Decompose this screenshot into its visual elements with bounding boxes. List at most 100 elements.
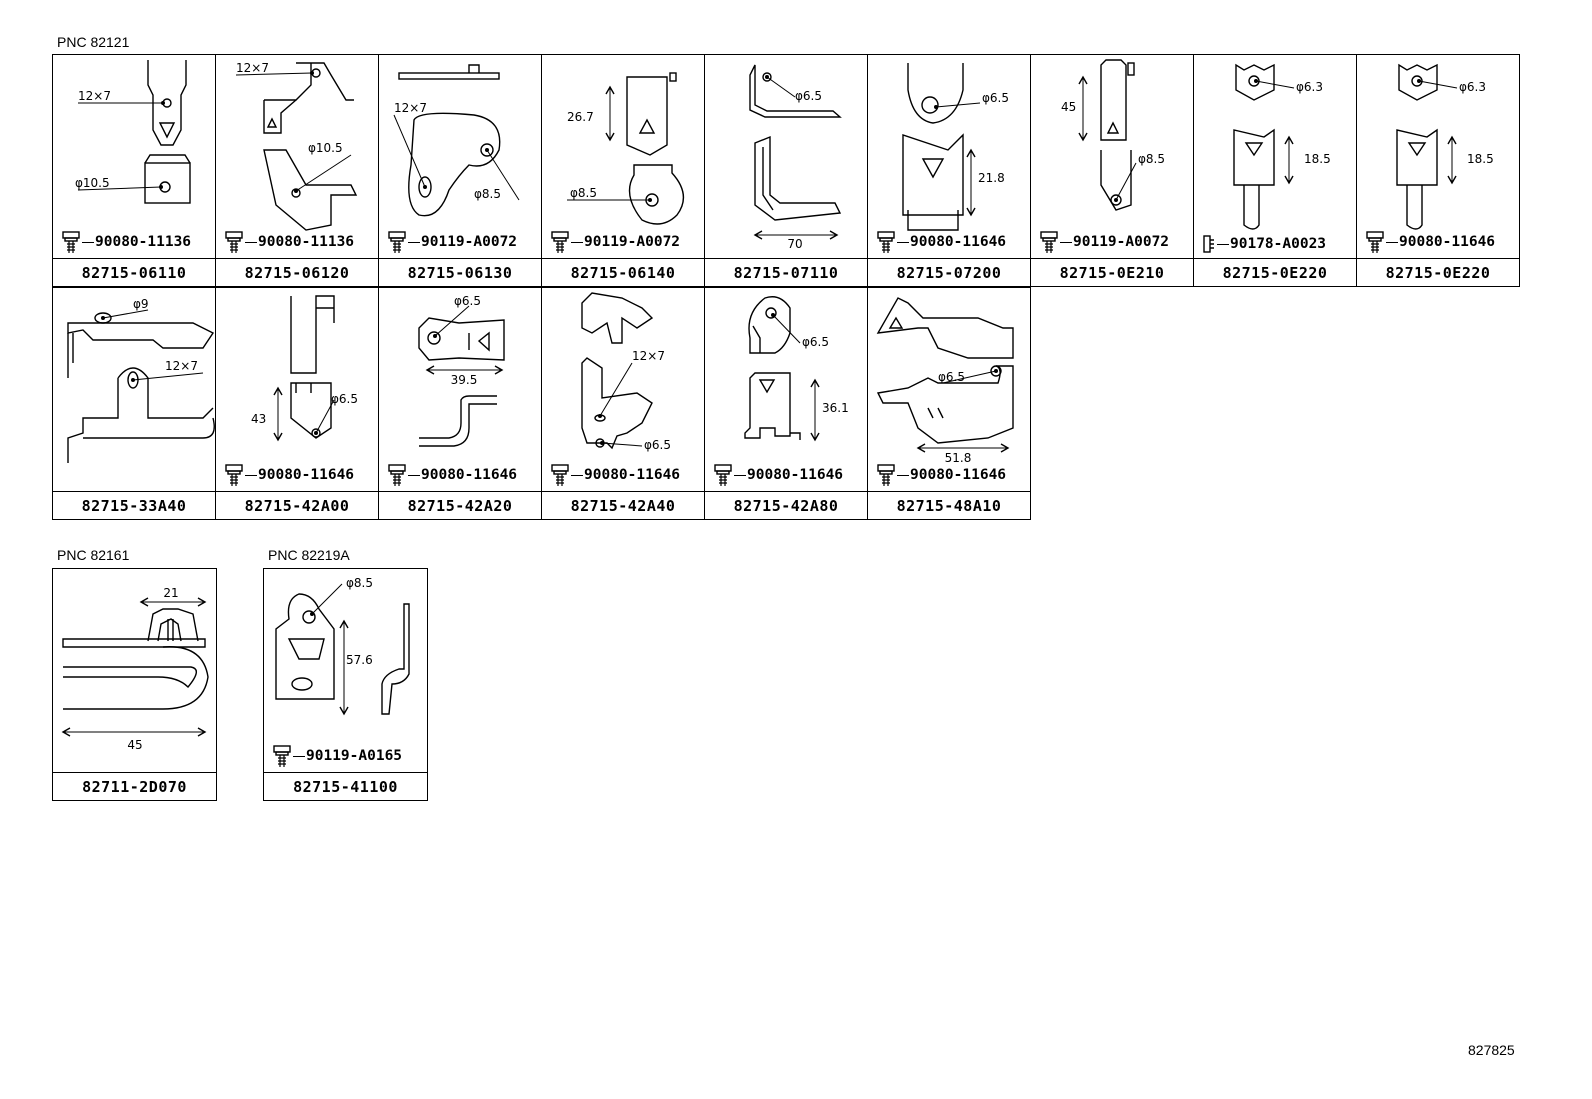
dimension-label: 39.5 bbox=[451, 373, 478, 387]
bolt-icon bbox=[272, 744, 292, 768]
bolt-number: 90119-A0165 bbox=[306, 748, 403, 764]
dimension-label: 51.8 bbox=[945, 451, 972, 465]
dimension-label: 21.8 bbox=[978, 171, 1005, 185]
part-drawing: φ6.5 21.8 bbox=[902, 63, 1009, 231]
bolt-icon bbox=[387, 230, 407, 254]
dimension-label: 43 bbox=[251, 412, 266, 426]
part-number: 82715-07110 bbox=[705, 258, 867, 286]
bolt-number: 90080-11646 bbox=[910, 234, 1007, 250]
bolt-icon bbox=[550, 463, 570, 487]
bolt-callout: 90080-11646 bbox=[224, 463, 354, 487]
bolt-callout: 90080-11136 bbox=[224, 230, 354, 254]
part-number: 82715-0E220 bbox=[1357, 258, 1519, 286]
dimension-label: 12×7 bbox=[394, 101, 427, 115]
bolt-callout: 90080-11646 bbox=[876, 463, 1006, 487]
dimension-label: 26.7 bbox=[567, 110, 594, 124]
part-number: 82715-42A00 bbox=[216, 491, 378, 519]
dimension-label: 36.1 bbox=[822, 401, 849, 415]
bolt-callout: 90178-A0023 bbox=[1202, 234, 1326, 254]
part-number: 82715-0E210 bbox=[1031, 258, 1193, 286]
part-drawing: φ6.5 39.5 bbox=[418, 294, 505, 447]
bolt-callout: 90119-A0165 bbox=[272, 744, 402, 768]
dimension-label: φ6.3 bbox=[1459, 80, 1486, 94]
bolt-number: 90119-A0072 bbox=[584, 234, 681, 250]
bolt-callout: 90119-A0072 bbox=[550, 230, 680, 254]
dimension-label: φ6.5 bbox=[644, 438, 671, 452]
dimension-label: φ9 bbox=[133, 297, 149, 311]
part-number: 82715-0E220 bbox=[1194, 258, 1356, 286]
bolt-callout: 90080-11646 bbox=[713, 463, 843, 487]
part-drawing: φ6.536.1 bbox=[744, 296, 849, 442]
part-number: 82715-42A80 bbox=[705, 491, 867, 519]
part-number: 82715-06140 bbox=[542, 258, 704, 286]
bolt-icon bbox=[1202, 234, 1216, 254]
part-cell: 26.7 φ8.5 90119-A0072 82715-06140 bbox=[541, 54, 705, 287]
dimension-label: 70 bbox=[787, 237, 802, 251]
bolt-callout: 90080-11646 bbox=[550, 463, 680, 487]
part-cell: φ8.5 57.6 90119-A0165 82715-41100 bbox=[263, 568, 428, 801]
dimension-label: φ8.5 bbox=[346, 576, 373, 590]
bolt-icon bbox=[1365, 230, 1385, 254]
dimension-label: φ6.5 bbox=[331, 392, 358, 406]
part-drawing: φ6.318.5 bbox=[1233, 63, 1331, 230]
dimension-label: 45 bbox=[1061, 100, 1076, 114]
part-number: 82715-06130 bbox=[379, 258, 541, 286]
part-drawing: 45 φ8.5 bbox=[1061, 59, 1165, 211]
part-number: 82715-41100 bbox=[264, 772, 427, 800]
bolt-icon bbox=[876, 230, 896, 254]
bolt-icon bbox=[387, 463, 407, 487]
pnc-label: PNC 82219A bbox=[268, 547, 350, 563]
dimension-label: 12×7 bbox=[236, 61, 269, 75]
bolt-number: 90080-11646 bbox=[747, 467, 844, 483]
dimension-label: φ10.5 bbox=[308, 141, 343, 155]
part-drawing: φ6.570 bbox=[749, 64, 842, 251]
pnc-label: PNC 82161 bbox=[57, 547, 130, 563]
bolt-icon bbox=[61, 230, 81, 254]
part-drawing: φ6.318.5 bbox=[1396, 63, 1494, 230]
part-drawing: φ6.5 51.8 bbox=[876, 297, 1014, 465]
bolt-callout: 90080-11646 bbox=[387, 463, 517, 487]
bolt-number: 90080-11646 bbox=[421, 467, 518, 483]
bolt-number: 90080-11136 bbox=[95, 234, 192, 250]
diagram-code: 827825 bbox=[1468, 1042, 1515, 1058]
part-drawing: 43 φ6.5 bbox=[251, 295, 358, 442]
part-drawing: 12×7φ6.5 bbox=[581, 292, 671, 452]
bolt-icon bbox=[224, 463, 244, 487]
part-number: 82715-06120 bbox=[216, 258, 378, 286]
bolt-number: 90119-A0072 bbox=[1073, 234, 1170, 250]
dimension-label: 57.6 bbox=[346, 653, 373, 667]
dimension-label: 18.5 bbox=[1304, 152, 1331, 166]
part-number: 82711-2D070 bbox=[53, 772, 216, 800]
bolt-callout: 90119-A0072 bbox=[387, 230, 517, 254]
bolt-callout: 90080-11646 bbox=[1365, 230, 1495, 254]
dimension-label: φ6.5 bbox=[938, 370, 965, 384]
part-number: 82715-42A40 bbox=[542, 491, 704, 519]
bolt-icon bbox=[876, 463, 896, 487]
part-drawing: 12×7 φ10.5 bbox=[235, 61, 358, 231]
dimension-label: 21 bbox=[163, 586, 178, 600]
part-drawing: 26.7 φ8.5 bbox=[567, 72, 685, 225]
dimension-label: φ6.5 bbox=[454, 294, 481, 308]
bolt-number: 90080-11136 bbox=[258, 234, 355, 250]
dimension-label: φ6.5 bbox=[982, 91, 1009, 105]
bolt-callout: 90119-A0072 bbox=[1039, 230, 1169, 254]
dimension-label: 12×7 bbox=[78, 89, 111, 103]
dimension-label: φ8.5 bbox=[1138, 152, 1165, 166]
part-drawing: 12×7φ8.5 bbox=[393, 64, 520, 217]
bolt-number: 90178-A0023 bbox=[1230, 236, 1327, 252]
part-number: 82715-33A40 bbox=[53, 491, 215, 519]
